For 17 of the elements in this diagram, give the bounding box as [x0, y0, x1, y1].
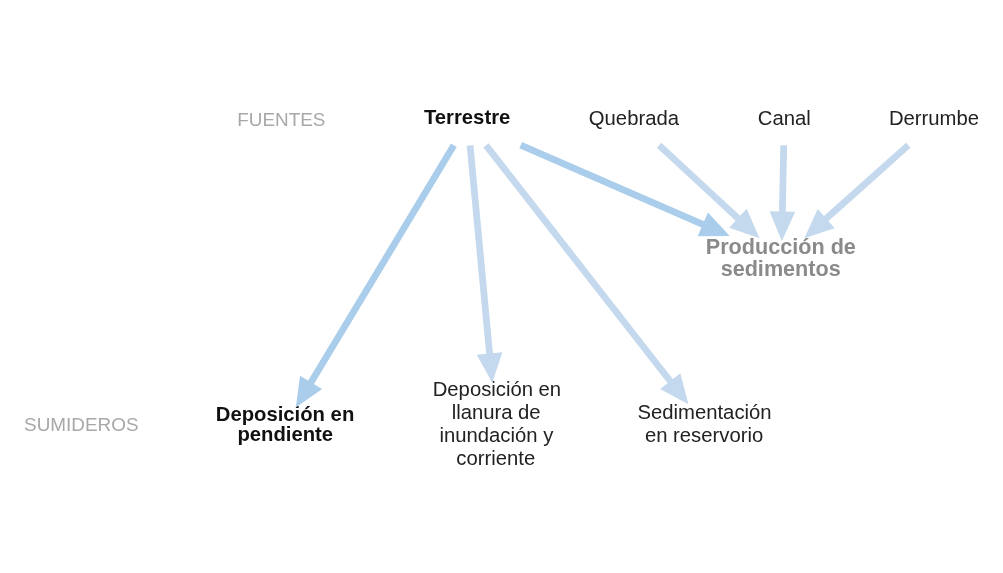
- arrow: [769, 144, 795, 241]
- arrow: [518, 141, 730, 236]
- label: FUENTES: [236, 108, 325, 130]
- arrow: [466, 144, 502, 383]
- node-text: Producción de sedimentos: [705, 233, 856, 281]
- arrow: [656, 142, 759, 238]
- label: SUMIDEROS: [23, 413, 139, 435]
- node-text: Quebrada: [588, 106, 679, 129]
- node-text: Sedimentación en reservorio: [637, 400, 772, 446]
- arrow: [482, 142, 688, 404]
- node-text: Deposición en pendiente: [215, 402, 354, 445]
- node-text: Deposición en llanura de inundación y corriente: [432, 377, 561, 469]
- node-text: Terrestre: [423, 105, 510, 128]
- arrow: [803, 142, 911, 238]
- node-text: Canal: [757, 106, 811, 129]
- arrow: [295, 143, 457, 407]
- node-text: Derrumbe: [888, 106, 979, 129]
